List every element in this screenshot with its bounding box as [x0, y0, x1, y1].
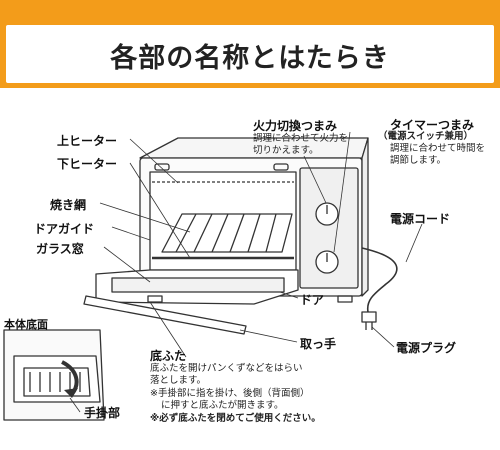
oven-side — [361, 137, 369, 297]
power-cord — [361, 247, 398, 313]
glass-window — [111, 277, 285, 293]
label-power-plug: 電源プラグ — [396, 341, 457, 355]
bottom-cover-warning: ※必ず底ふたを閉めてご使用ください。 — [150, 413, 321, 424]
label-glass-window: ガラス窓 — [36, 242, 84, 256]
heat-knob-desc-1: 調理に合わせて火力を — [253, 133, 349, 144]
label-door-guide: ドアガイド — [34, 222, 95, 236]
label-power-cord: 電源コード — [390, 212, 451, 226]
power-plug — [361, 311, 377, 323]
control-panel — [299, 167, 359, 289]
page-title: 各部の名称とはたらき — [110, 43, 390, 74]
label-lower-heater: 下ヒーター — [57, 157, 118, 171]
title-banner: 各部の名称とはたらき — [0, 0, 500, 88]
timer-knob-desc-2: 調節します。 — [390, 155, 447, 166]
grill-net — [161, 213, 293, 253]
bottom-cover-note-2: に押すと底ふたが開きます。 — [161, 400, 284, 411]
grill-wires — [175, 213, 277, 253]
bottom-cover-desc-1: 底ふたを開けパンくずなどをはらい — [150, 363, 303, 374]
label-timer-knob: タイマーつまみ — [390, 118, 475, 132]
label-bottom-cover: 底ふた — [150, 349, 187, 363]
timer-knob-sub: （電源スイッチ兼用） — [378, 131, 474, 142]
top-vent-left — [154, 163, 170, 171]
heat-knob-desc-2: 切りかえます。 — [253, 145, 319, 156]
label-finger-grip: 手掛部 — [84, 406, 121, 420]
bottom-cover-note-1: ※手掛部に指を掛け、後側（背面側） — [150, 388, 310, 399]
bottom-cover-desc-2: 落とします。 — [150, 375, 207, 386]
timer-knob-desc-1: 調理に合わせて時間を — [390, 143, 486, 154]
door-handle — [83, 295, 247, 335]
label-door: ドア — [300, 293, 325, 307]
label-bottom-view: 本体底面 — [4, 318, 48, 331]
top-vent-right — [273, 163, 289, 171]
title-band — [6, 25, 494, 83]
label-grill-net: 焼き網 — [50, 198, 87, 212]
label-upper-heater: 上ヒーター — [57, 134, 118, 148]
label-handle: 取っ手 — [300, 337, 337, 351]
label-heat-knob: 火力切換つまみ — [253, 119, 338, 133]
